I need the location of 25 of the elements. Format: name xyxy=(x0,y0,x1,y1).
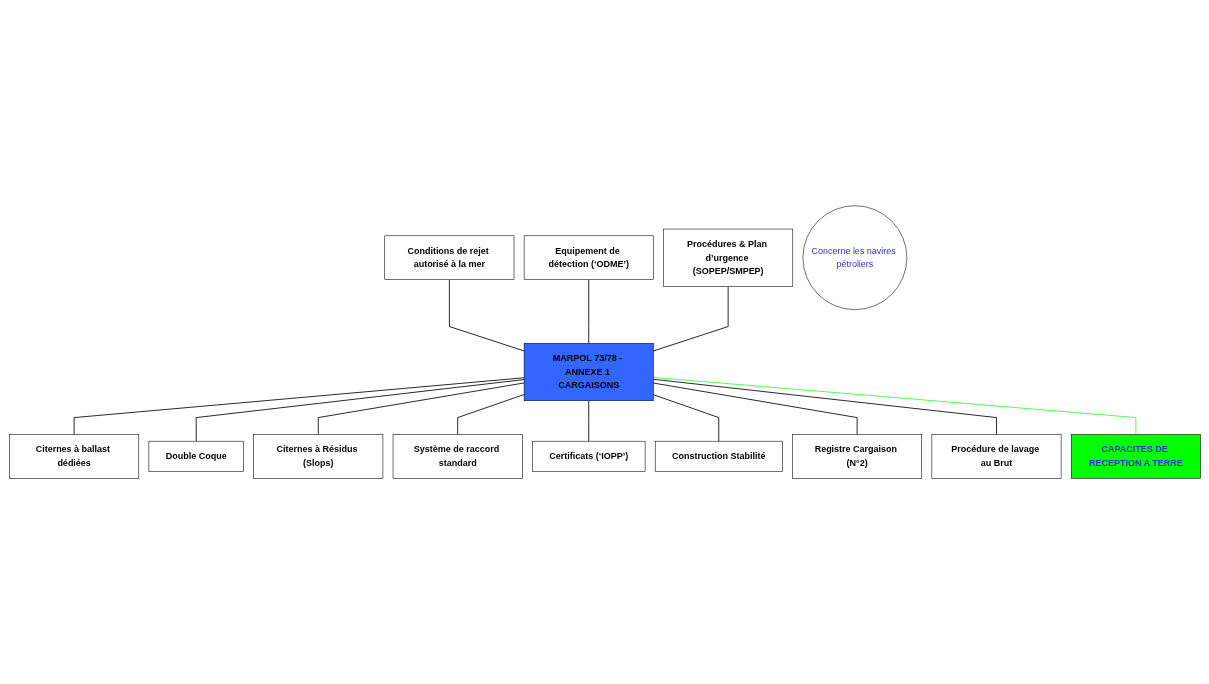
connector xyxy=(456,394,525,435)
connector xyxy=(317,382,525,435)
node-box: CAPACITES DE RECEPTION A TERRE xyxy=(1070,434,1201,479)
node-box: Système de raccord standard xyxy=(392,434,523,479)
node-box: Citernes à ballast dédiées xyxy=(8,434,139,479)
connector xyxy=(448,279,525,352)
connector xyxy=(195,379,525,442)
node-box: Construction Stabilité xyxy=(654,440,783,472)
connector xyxy=(652,382,858,435)
connector xyxy=(73,377,525,435)
connector xyxy=(652,377,1136,435)
node-box: Registre Cargaison (N°2) xyxy=(791,434,922,479)
node-box: Procédures & Plan d’urgence (SOPEP/SMPEP) xyxy=(662,228,793,287)
connector xyxy=(652,378,997,435)
connector xyxy=(652,394,719,442)
node-box: Conditions de rejet autorisé à la mer xyxy=(383,235,514,280)
node-box: Equipement de détection (‘ODME’) xyxy=(523,235,654,280)
node-circle: Concerne les navires pétroliers xyxy=(802,205,907,310)
node-box: Citernes à Résidus (Slops) xyxy=(252,434,383,479)
connector xyxy=(587,400,589,442)
node-box: Certificats (‘IOPP’) xyxy=(531,440,645,472)
node-box: Procédure de lavage au Brut xyxy=(931,434,1061,479)
connector xyxy=(652,285,729,352)
node-box: Double Coque xyxy=(148,440,244,472)
node-box: MARPOL 73/78 - ANNEXE 1 CARGAISONS xyxy=(523,343,654,401)
